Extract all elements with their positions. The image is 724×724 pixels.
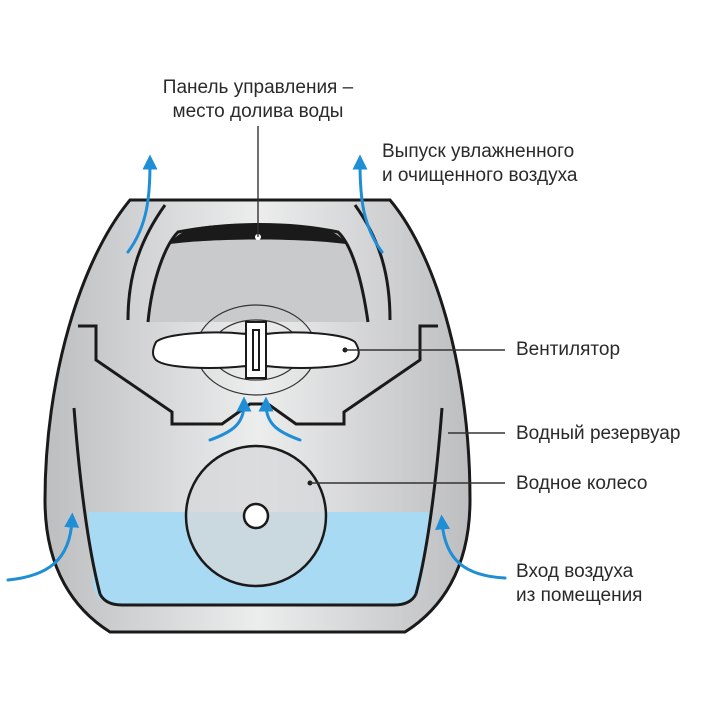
air-flow-arrows — [6, 154, 507, 582]
label-reservoir: Водный резервуар — [516, 423, 681, 444]
label-outlet-line1: Выпуск увлажненного — [382, 141, 575, 162]
label-inlet-line2: из помещения — [516, 585, 643, 606]
label-control-panel-line1: Панель управления – — [162, 77, 354, 98]
label-fan: Вентилятор — [516, 339, 621, 360]
reservoir-wall-left — [72, 407, 102, 595]
internal-arrow-right — [258, 396, 302, 442]
water-wheel-axle — [242, 502, 270, 530]
label-outlet: Выпуск увлажненного и очищенного воздуха — [382, 140, 577, 188]
outlet-arrow-right — [352, 154, 384, 254]
internal-arrow-left — [208, 396, 252, 442]
fan-hub-slot — [252, 329, 260, 371]
channel-wall-right — [353, 204, 392, 321]
label-inlet-line1: Вход воздуха — [516, 561, 634, 582]
label-inlet: Вход воздуха из помещения — [516, 560, 642, 608]
outlet-arrow-left — [126, 154, 158, 254]
channel-wall-left — [126, 204, 167, 321]
inlet-arrow-right — [435, 514, 507, 580]
fan-blade-right — [265, 331, 360, 369]
fan-blade-left — [152, 331, 247, 369]
reservoir-bottom — [98, 593, 418, 607]
label-outlet-line2: и очищенного воздуха — [382, 165, 578, 186]
label-control-panel-line2: место долива воды — [172, 101, 344, 122]
reservoir-wall-right — [414, 407, 444, 595]
inlet-arrow-left — [6, 512, 80, 582]
leader-lines — [257, 126, 505, 484]
label-water-wheel: Водное колесо — [516, 473, 648, 494]
label-control-panel: Панель управления – место долива воды — [143, 76, 373, 124]
